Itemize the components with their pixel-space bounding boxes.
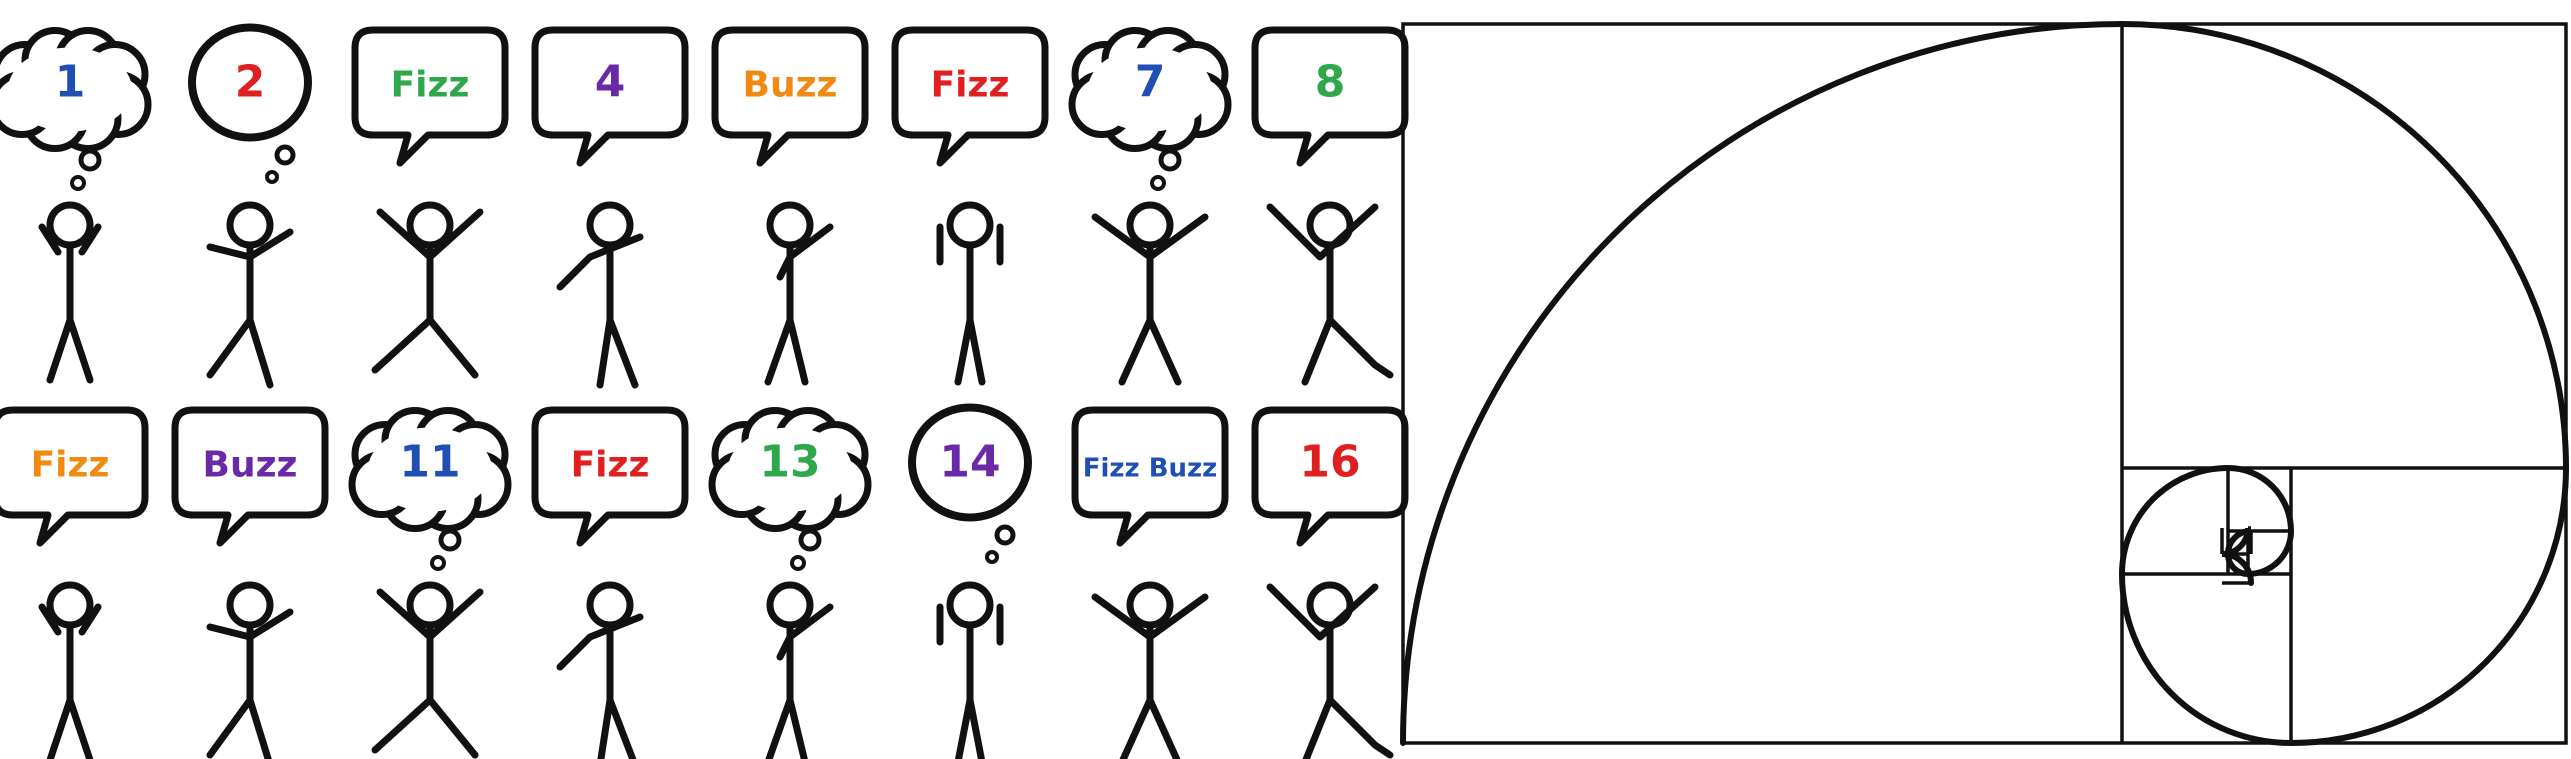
stick-arms — [38, 223, 102, 256]
stick-arms — [376, 588, 484, 641]
stick-legs — [46, 316, 94, 384]
bubble-label: 13 — [759, 437, 820, 488]
speech-bubble — [711, 26, 869, 167]
golden-spiral-curve — [1400, 20, 2570, 747]
bubble-label: 7 — [1135, 57, 1166, 108]
speech-bubble — [171, 406, 329, 547]
stick-arms — [556, 613, 644, 671]
stick-head — [46, 201, 94, 249]
bubble-label: 1 — [55, 57, 86, 108]
speech-bubble — [531, 26, 689, 167]
stick-legs — [1302, 696, 1394, 759]
stick-arms — [936, 223, 1004, 266]
fizzbuzz-character: 2 — [188, 23, 312, 389]
stick-arms — [1266, 583, 1379, 641]
stick-legs — [1119, 696, 1181, 759]
stick-arms — [1266, 203, 1379, 261]
fizzbuzz-character: Buzz — [711, 26, 869, 386]
bubble-label: Fizz — [31, 445, 110, 486]
fizzbuzz-character: 8 — [1251, 26, 1409, 386]
stick-legs — [371, 316, 479, 379]
fizzbuzz-character: 13 — [708, 407, 872, 759]
fizzbuzz-character: Fizz — [0, 406, 149, 759]
speech-bubble — [0, 406, 149, 547]
stick-head — [406, 201, 454, 249]
fizzbuzz-character: Buzz — [171, 406, 329, 759]
stick-legs — [955, 696, 985, 759]
stick-legs — [597, 696, 637, 759]
stick-arms — [206, 228, 294, 261]
stick-head — [946, 581, 994, 629]
bubble-label: 16 — [1299, 437, 1360, 488]
fizzbuzz-character: Fizz — [351, 26, 509, 379]
bubble-label: Fizz — [571, 445, 650, 486]
stick-arms — [376, 208, 484, 261]
stick-head — [586, 581, 634, 629]
stick-head — [586, 201, 634, 249]
stick-head — [1126, 581, 1174, 629]
stick-head — [946, 201, 994, 249]
stick-arms — [1091, 213, 1209, 261]
bubble-label: Fizz Buzz — [1083, 454, 1218, 484]
stick-head — [1126, 201, 1174, 249]
bubble-label: 14 — [939, 437, 1000, 488]
stick-legs — [764, 316, 809, 386]
bubble-label: Fizz — [391, 65, 470, 106]
golden-rectangle-outline — [1401, 22, 2568, 745]
bubble-label: Buzz — [203, 445, 298, 486]
stick-legs — [954, 316, 986, 386]
round-thought-bubble — [188, 23, 312, 184]
stick-legs — [46, 696, 94, 759]
stick-legs — [596, 316, 639, 389]
stick-arms — [1091, 593, 1209, 641]
stick-head — [406, 581, 454, 629]
thought-bubble — [1068, 27, 1232, 191]
stick-head — [46, 581, 94, 629]
stick-head — [226, 201, 274, 249]
stick-arms — [776, 223, 834, 281]
speech-bubble — [531, 406, 689, 547]
golden-spiral-diagram — [1400, 20, 2570, 747]
fizzbuzz-character: 16 — [1251, 406, 1409, 759]
fizzbuzz-character: 11 — [348, 407, 512, 759]
stick-head — [226, 581, 274, 629]
bubble-label: 4 — [595, 57, 626, 108]
fizzbuzz-character: 14 — [908, 403, 1032, 759]
speech-bubble — [1071, 406, 1229, 547]
fizzbuzz-character: 4 — [531, 26, 689, 389]
fizzbuzz-character: Fizz — [531, 406, 689, 759]
stick-head — [766, 201, 814, 249]
fizzbuzz-character: Fizz — [891, 26, 1049, 386]
fizzbuzz-character: 7 — [1068, 27, 1232, 386]
bubble-label: 8 — [1315, 57, 1346, 108]
stick-arms — [556, 233, 644, 291]
stick-arms — [38, 603, 102, 636]
stick-legs — [765, 696, 808, 759]
stick-legs — [371, 696, 479, 759]
stick-head — [766, 581, 814, 629]
round-thought-bubble — [908, 403, 1032, 564]
stick-arms — [206, 608, 294, 641]
speech-bubble — [351, 26, 509, 167]
thought-bubble — [708, 407, 872, 571]
bubble-label: 2 — [235, 57, 266, 108]
stick-legs — [206, 696, 272, 759]
stick-arms — [936, 603, 1004, 646]
stick-legs — [1118, 316, 1182, 386]
bubble-label: Fizz — [931, 65, 1010, 106]
stick-legs — [206, 316, 274, 389]
fizzbuzz-character: Fizz Buzz — [1071, 406, 1229, 759]
stick-arms — [776, 603, 834, 661]
thought-bubble — [0, 27, 152, 191]
stick-legs — [1301, 316, 1394, 386]
bubble-label: Buzz — [743, 65, 838, 106]
fizzbuzz-character: 1 — [0, 27, 152, 384]
bubble-label: 11 — [399, 437, 460, 488]
speech-bubble — [891, 26, 1049, 167]
thought-bubble — [348, 407, 512, 571]
